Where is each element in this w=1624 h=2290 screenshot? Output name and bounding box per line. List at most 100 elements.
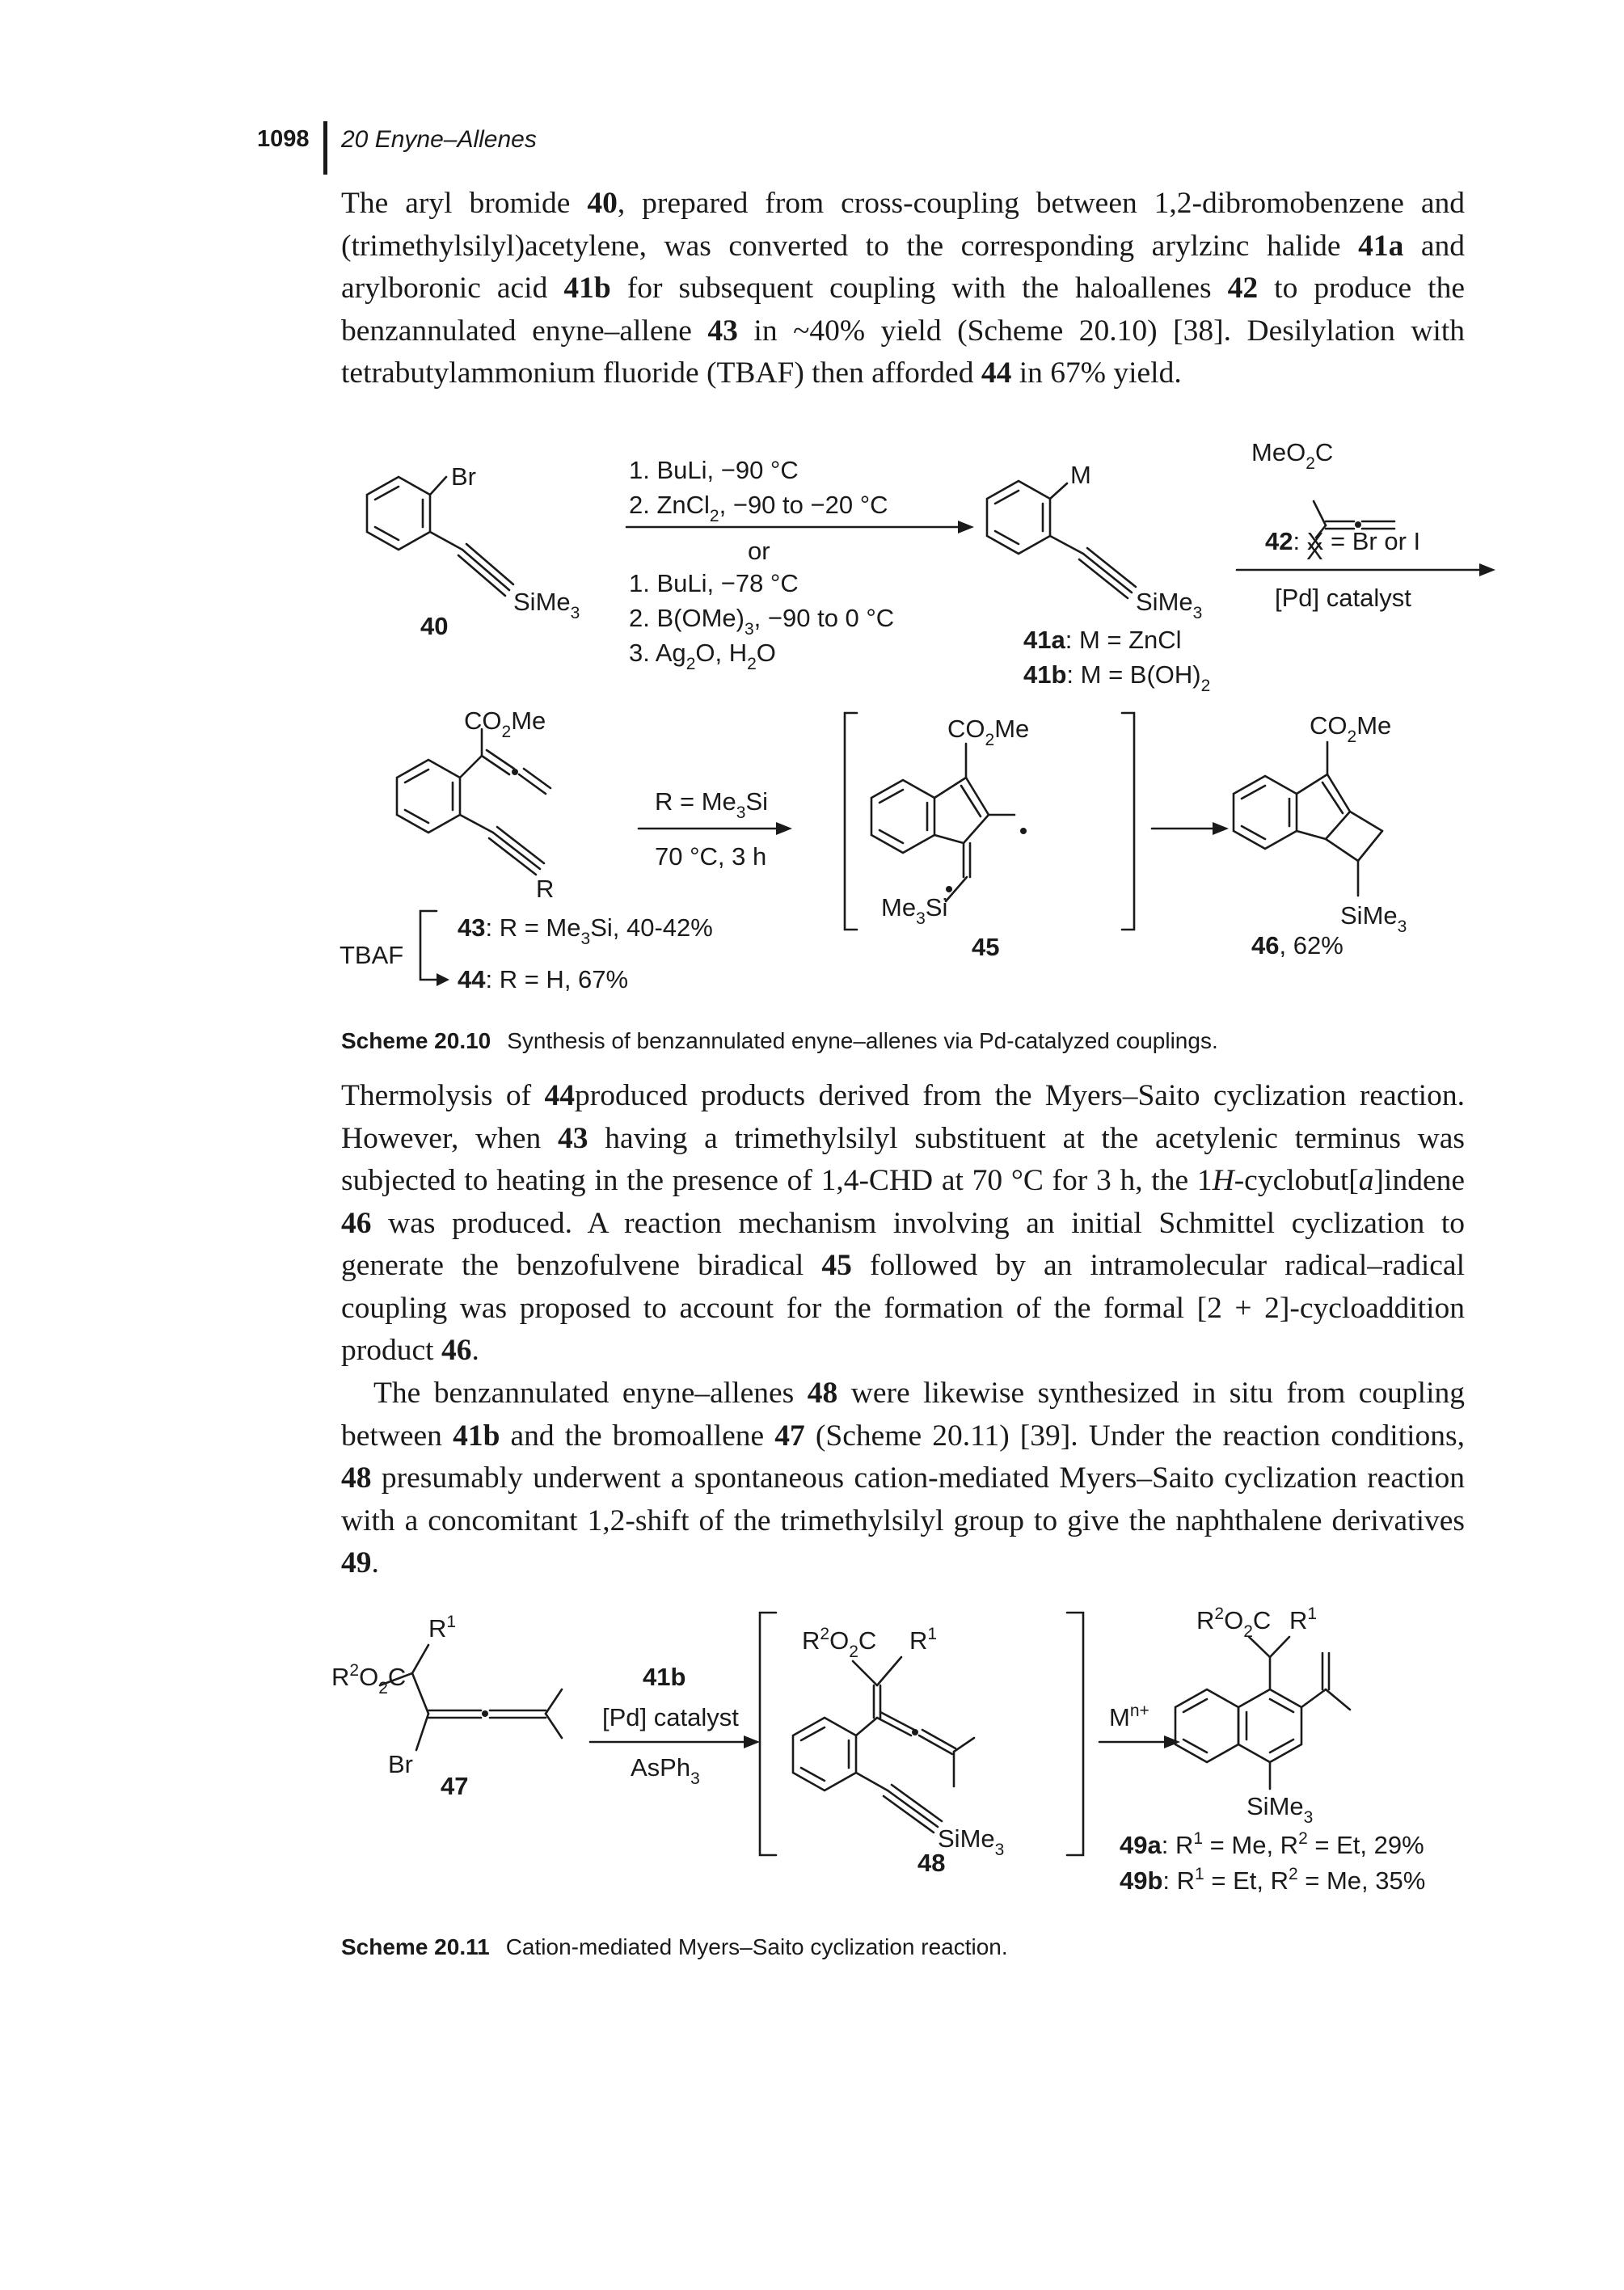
c47-label: 47: [441, 1772, 468, 1800]
paragraph-intro: The aryl bromide 40, prepared from cross…: [341, 183, 1465, 395]
c40-tms-text: SiMe: [513, 588, 571, 616]
caption-label: Scheme 20.11: [341, 1934, 490, 1959]
subscript-3: 3: [690, 1769, 700, 1788]
subscript-2: 2: [1348, 727, 1357, 746]
c43-text: : R = Me: [485, 913, 580, 942]
c40-tms-label: SiMe3: [513, 588, 580, 622]
subscript-3: 3: [745, 620, 754, 639]
c49-r1-label: R1: [1289, 1605, 1317, 1634]
cond1-ligand-text: AsPh: [631, 1753, 690, 1782]
text-span: and arylboronic acid: [341, 229, 1465, 306]
c40-bromo-label: Br: [451, 462, 476, 491]
superscript-2: 2: [1298, 1829, 1308, 1848]
subscript-3: 3: [571, 604, 580, 622]
c48-label: 48: [917, 1849, 945, 1877]
c46-tms-label: SiMe3: [1340, 901, 1407, 936]
c41a-text: : M = ZnCl: [1065, 626, 1182, 654]
text-span: , prepared from cross-coupling between 1…: [341, 187, 1465, 263]
c49-tms-text: SiMe: [1246, 1792, 1304, 1820]
subscript-2: 2: [985, 731, 995, 749]
tbaf-label: TBAF: [340, 941, 403, 969]
scheme-20-10-drawing: Br SiMe3 40 1. BuLi, −90 °C 2. ZnCl2, −9…: [340, 438, 1495, 993]
c48-ester-a: R: [802, 1626, 820, 1655]
c49a-text-3: = Et, 29%: [1308, 1831, 1424, 1859]
chapter-title: 20 Enyne–Allenes: [341, 126, 537, 153]
compound-ref: 43: [707, 314, 738, 348]
subscript-2: 2: [747, 655, 757, 673]
c47-ester-b: O: [359, 1663, 378, 1691]
text-span: having a trimethylsilyl substituent at t…: [341, 1121, 1465, 1198]
c42-ester-a: MeO: [1251, 438, 1306, 466]
cond3-line2: 70 °C, 3 h: [655, 842, 766, 871]
c41a-caption: 41a: M = ZnCl: [1023, 626, 1182, 654]
superscript-1: 1: [1193, 1829, 1203, 1848]
c48-r1-label: R1: [909, 1625, 937, 1655]
cond1-reagent: 41b: [643, 1663, 685, 1691]
subscript-3: 3: [581, 930, 591, 948]
subscript-3: 3: [1304, 1808, 1314, 1827]
text-span: presumably underwent a spontaneous catio…: [341, 1461, 1465, 1537]
subscript-2: 2: [378, 1679, 388, 1697]
c42-ester-c: C: [1315, 438, 1333, 466]
cond1-ligand: AsPh3: [631, 1753, 700, 1788]
c43-ester-label: CO2Me: [464, 706, 546, 741]
c44-text: : R = H, 67%: [485, 965, 628, 993]
c42-label: 42: [1265, 527, 1293, 555]
c43-caption: 43: R = Me3Si, 40-42%: [458, 913, 713, 948]
c46-caption: 46, 62%: [1251, 931, 1343, 959]
cond1-line2-a: 2. ZnCl: [629, 491, 710, 519]
text-span: The aryl bromide: [341, 187, 588, 220]
superscript-2: 2: [349, 1661, 359, 1680]
text-span: in ~40% yield (Scheme 20.10) [38]. Desil…: [341, 314, 1466, 390]
text-span: -cyclobut[: [1234, 1164, 1359, 1197]
c49a-label: 49a: [1120, 1831, 1162, 1859]
c43-label: 43: [458, 913, 485, 942]
c49-ester-a: R: [1196, 1606, 1214, 1634]
c42-x-label: X: [1306, 537, 1323, 565]
paragraph-benzannulated: The benzannulated enyne–allenes 48 were …: [341, 1373, 1465, 1585]
italic-text: H: [1212, 1164, 1234, 1197]
compound-ref: 43: [558, 1121, 588, 1155]
c48-tms-text: SiMe: [938, 1824, 995, 1853]
c44-caption: 44: R = H, 67%: [458, 965, 628, 993]
compound-ref: 45: [821, 1249, 852, 1282]
c49-tms-label: SiMe3: [1246, 1792, 1313, 1827]
cond2-label: Mn+: [1109, 1702, 1149, 1731]
text-span: ]indene: [1373, 1164, 1465, 1197]
text-span: was produced. A reaction mechanism invol…: [341, 1206, 1465, 1283]
compound-ref: 47: [774, 1419, 805, 1453]
c45-ester-b: Me: [994, 715, 1029, 743]
cond1-line2: 2. ZnCl2, −90 to −20 °C: [629, 491, 888, 525]
c49-ester-c: C: [1253, 1606, 1271, 1634]
scheme-20-11-drawing: R1 R2O2C Br 47 41b [Pd] catalyst AsPh3 R…: [331, 1605, 1425, 1895]
superscript-2: 2: [820, 1625, 829, 1643]
subscript-2: 2: [502, 723, 512, 741]
c47-r1-label: R1: [428, 1613, 456, 1643]
superscript-1: 1: [1307, 1605, 1317, 1623]
cond1-line5-a: 3. Ag: [629, 639, 686, 667]
c46-label: 46: [1251, 931, 1279, 959]
c45-ester-label: CO2Me: [947, 715, 1029, 749]
subscript-3: 3: [1398, 917, 1407, 936]
superscript-1: 1: [927, 1625, 937, 1643]
text-span: for subsequent coupling with the haloall…: [610, 272, 1228, 305]
cond1-or: or: [748, 537, 770, 565]
cond1-line4-a: 2. B(OMe): [629, 604, 745, 632]
paragraph-thermolysis: Thermolysis of 44produced products deriv…: [341, 1075, 1465, 1373]
c47-r1: R: [428, 1614, 446, 1643]
c45-tms-b: Si: [926, 893, 948, 921]
caption-label: Scheme 20.10: [341, 1028, 491, 1053]
italic-text: a: [1358, 1164, 1374, 1197]
cond1-line2-b: , −90 to −20 °C: [719, 491, 888, 519]
header-rule: [323, 121, 327, 175]
c46-ester-label: CO2Me: [1310, 711, 1391, 746]
cond3-line1-b: Si: [745, 787, 768, 816]
c46-yield: , 62%: [1279, 931, 1343, 959]
c41b-text: : M = B(OH): [1066, 660, 1200, 689]
cond2-metal: M: [1109, 1703, 1130, 1731]
text-span: followed by an intramolecular radical–ra…: [341, 1249, 1465, 1367]
superscript-2: 2: [1214, 1605, 1224, 1623]
c40-label: 40: [420, 612, 448, 640]
